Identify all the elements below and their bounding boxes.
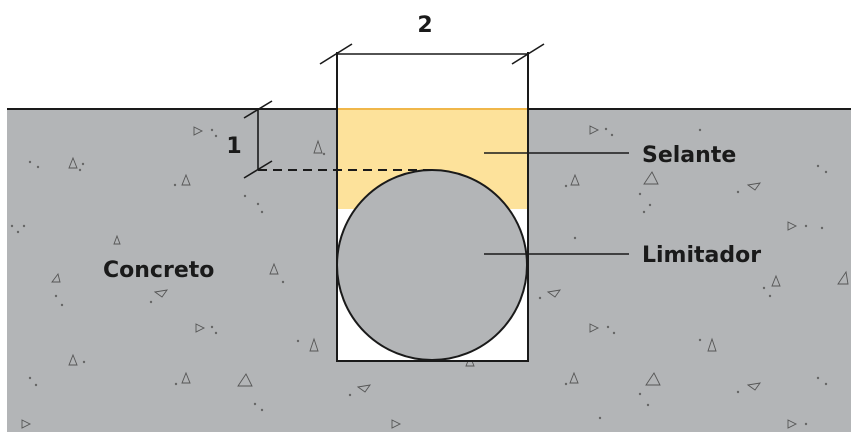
sealant-label: Selante (642, 143, 736, 168)
joint-walls (336, 52, 529, 362)
backer-rod (336, 169, 528, 361)
aggregate-texture (10, 125, 849, 429)
limiter-label: Limitador (642, 243, 761, 268)
concrete-label: Concreto (103, 258, 214, 283)
depth-dimension-label: 1 (226, 134, 241, 159)
width-dimension-label: 2 (417, 13, 432, 38)
width-dimension (319, 43, 545, 65)
depth-dimension (243, 100, 432, 179)
